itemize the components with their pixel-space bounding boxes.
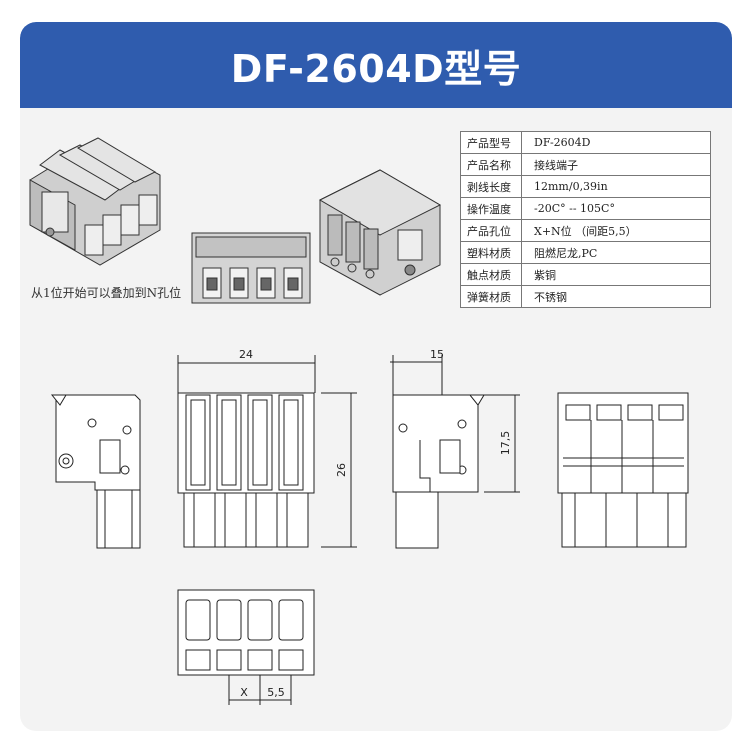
side-view-left (50, 394, 141, 549)
spec-value: -20C° -- 105C° (521, 197, 711, 220)
dim-pitch: 5,5 (267, 686, 285, 699)
rear-view (557, 392, 689, 548)
spec-row: 操作温度-20C° -- 105C° (460, 197, 711, 220)
dim-height-inner: 17,5 (499, 431, 512, 456)
spec-value: 接线端子 (521, 153, 711, 176)
spec-key: 产品型号 (460, 131, 522, 154)
spec-value: X+N位 （间距5,5） (521, 219, 711, 242)
spec-key: 触点材质 (460, 263, 522, 286)
dim-pitch-x: X (240, 686, 248, 699)
spec-row: 触点材质紫铜 (460, 263, 711, 286)
spec-key: 塑料材质 (460, 241, 522, 264)
dim-height: 26 (335, 463, 348, 477)
product-photo-front (191, 232, 311, 304)
spec-value: DF-2604D (521, 131, 711, 154)
stacking-caption: 从1位开始可以叠加到N孔位 (31, 286, 182, 300)
product-photo-side (318, 169, 442, 296)
spec-value: 阻燃尼龙,PC (521, 241, 711, 264)
spec-key: 剥线长度 (460, 175, 522, 198)
front-view (177, 355, 357, 548)
dim-width: 24 (239, 348, 253, 361)
spec-key: 产品名称 (460, 153, 522, 176)
spec-row: 产品名称接线端子 (460, 153, 711, 176)
top-view (177, 589, 315, 705)
spec-key: 弹簧材质 (460, 285, 522, 308)
side-view-right (390, 355, 520, 549)
spec-value: 12mm/0,39in (521, 175, 711, 198)
title-banner: DF-2604D型号 (20, 22, 732, 108)
spec-row: 塑料材质阻燃尼龙,PC (460, 241, 711, 264)
spec-key: 产品孔位 (460, 219, 522, 242)
page-title: DF-2604D型号 (230, 46, 522, 91)
product-photo-angled (29, 137, 161, 266)
dim-depth: 15 (430, 348, 444, 361)
spec-key: 操作温度 (460, 197, 522, 220)
spec-value: 紫铜 (521, 263, 711, 286)
spec-row: 弹簧材质不锈钢 (460, 285, 711, 308)
spec-value: 不锈钢 (521, 285, 711, 308)
